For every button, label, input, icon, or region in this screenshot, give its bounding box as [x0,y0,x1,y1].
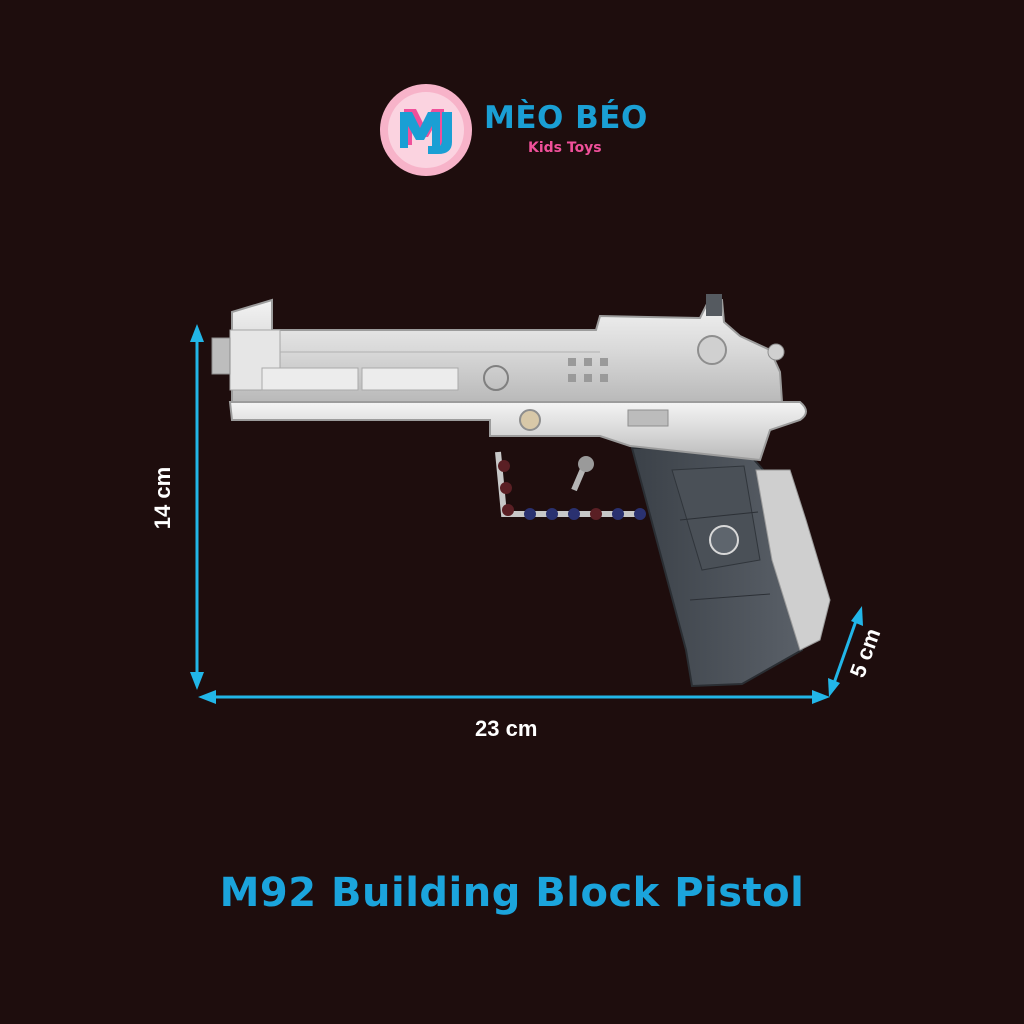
trigger-guard [495,451,640,517]
pistol-frame [228,401,807,462]
trigger-guard-studs [498,460,646,520]
height-label: 14 cm [150,466,175,530]
product-title: M92 Building Block Pistol [219,870,805,916]
pistol-image [211,294,831,688]
meo-beo-logo-icon [380,84,472,176]
brand-tagline: Kids Toys [528,140,602,156]
brand-name: MÈO BÉO [484,100,648,136]
depth-arrow [831,617,859,687]
brand-logo: MÈO BÉO Kids Toys [378,82,678,182]
width-label: 23 cm [475,716,538,741]
